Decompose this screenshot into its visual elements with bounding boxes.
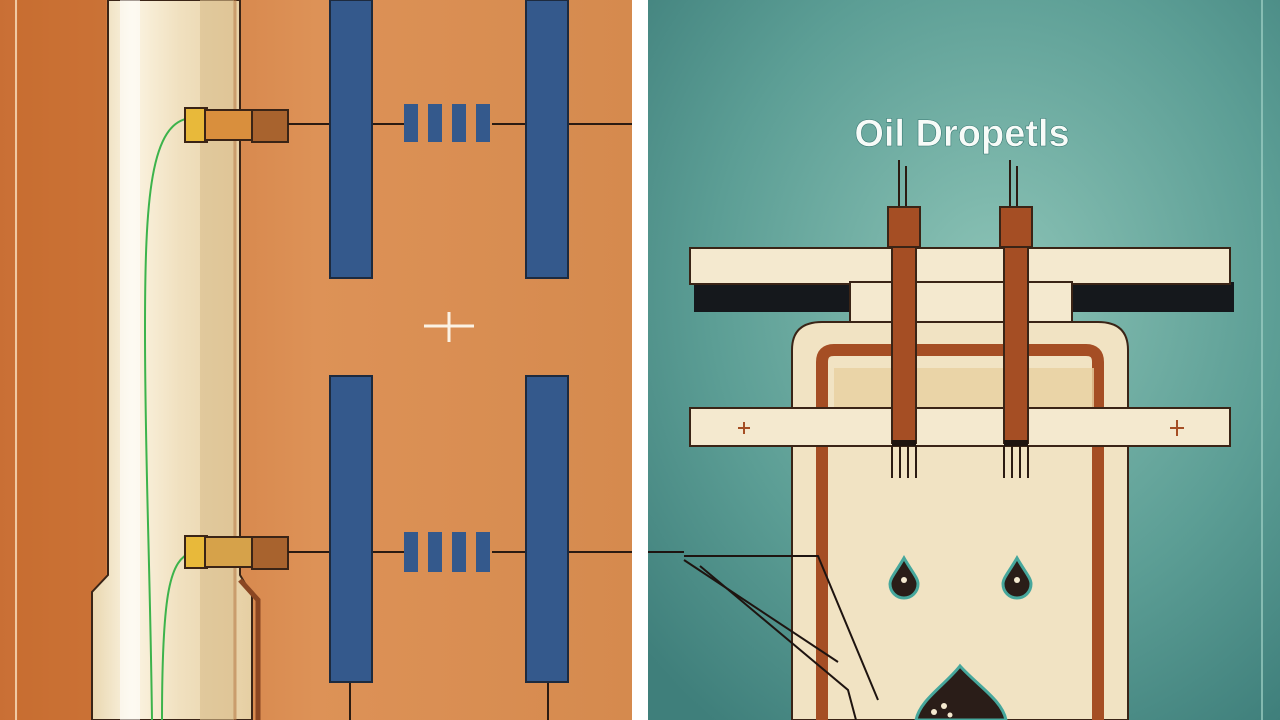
plus-minus-marker: [424, 312, 474, 342]
oil-droplets-label: Oil Dropetls: [854, 113, 1069, 155]
electrode-rod-left: [887, 160, 921, 478]
glass-tube: [91, 0, 261, 720]
right-panel: Oil Dropetls: [648, 0, 1280, 720]
connector-lower: [184, 535, 289, 570]
green-wire-upper: [143, 117, 193, 720]
electrode-rod-right: [999, 160, 1033, 478]
lower-beam: [689, 407, 1231, 447]
leader-lines: [648, 551, 879, 720]
oil-droplet-left: [888, 554, 920, 600]
electrode-plate-top-right: [525, 0, 569, 279]
resistor-upper: [404, 104, 490, 142]
connector-upper: [184, 107, 289, 143]
oil-droplet-large: [914, 663, 1008, 720]
electrode-plate-top-left: [329, 0, 373, 279]
panel-divider: [632, 0, 648, 720]
electrode-plates: [329, 0, 569, 683]
chamber: [791, 321, 1129, 720]
electrode-plate-bottom-left: [329, 375, 373, 683]
resistor-lower: [404, 532, 490, 572]
electrode-plate-bottom-right: [525, 375, 569, 683]
left-panel: [0, 0, 672, 720]
oil-droplet-right: [1001, 554, 1033, 600]
